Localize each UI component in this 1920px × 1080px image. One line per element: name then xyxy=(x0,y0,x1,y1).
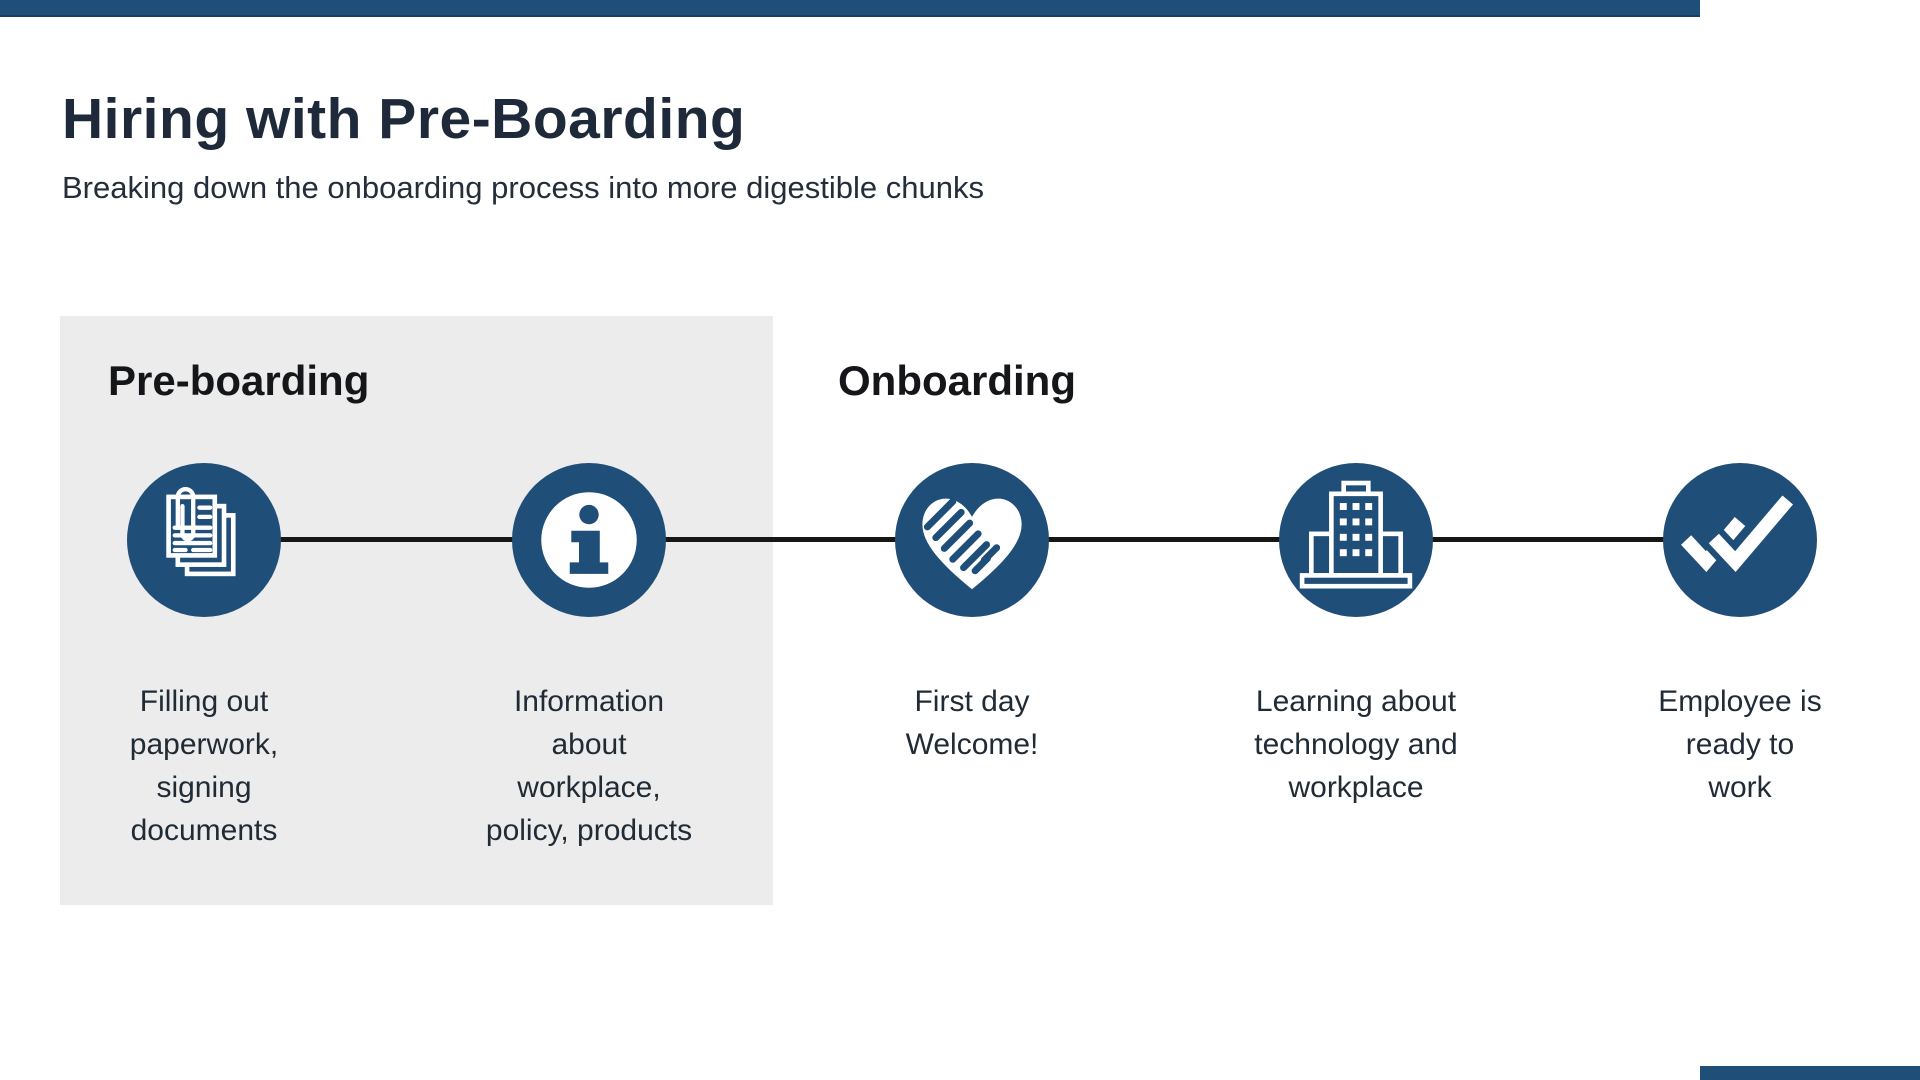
step-label-learning: Learning about technology and workplace xyxy=(1254,685,1458,804)
phase-heading-onboarding: Onboarding xyxy=(838,357,1076,404)
building-icon xyxy=(1299,480,1413,589)
step-label-information: Information about workplace, policy, pro… xyxy=(485,685,693,847)
handshake-heart-icon xyxy=(922,498,1022,590)
step-circle-ready xyxy=(1663,463,1817,617)
bottom-accent-bar xyxy=(1700,1066,1920,1080)
step-label-paperwork: Filling out paperwork, signing documents xyxy=(129,685,279,847)
step-label-welcome: First day Welcome! xyxy=(905,685,1039,761)
page-title: Hiring with Pre-Boarding xyxy=(62,87,746,151)
info-icon xyxy=(541,492,637,588)
top-accent-bar xyxy=(0,0,1700,17)
step-circle-welcome xyxy=(895,463,1049,617)
step-circle-learning xyxy=(1279,463,1433,617)
step-circle-paperwork xyxy=(127,463,281,617)
documents-icon xyxy=(166,487,236,577)
step-label-ready: Employee is ready to work xyxy=(1658,685,1822,804)
phase-heading-preboarding: Pre-boarding xyxy=(108,357,370,404)
step-circle-information xyxy=(512,463,666,617)
double-check-icon xyxy=(1681,491,1798,582)
page-subtitle: Breaking down the onboarding process int… xyxy=(62,170,984,205)
